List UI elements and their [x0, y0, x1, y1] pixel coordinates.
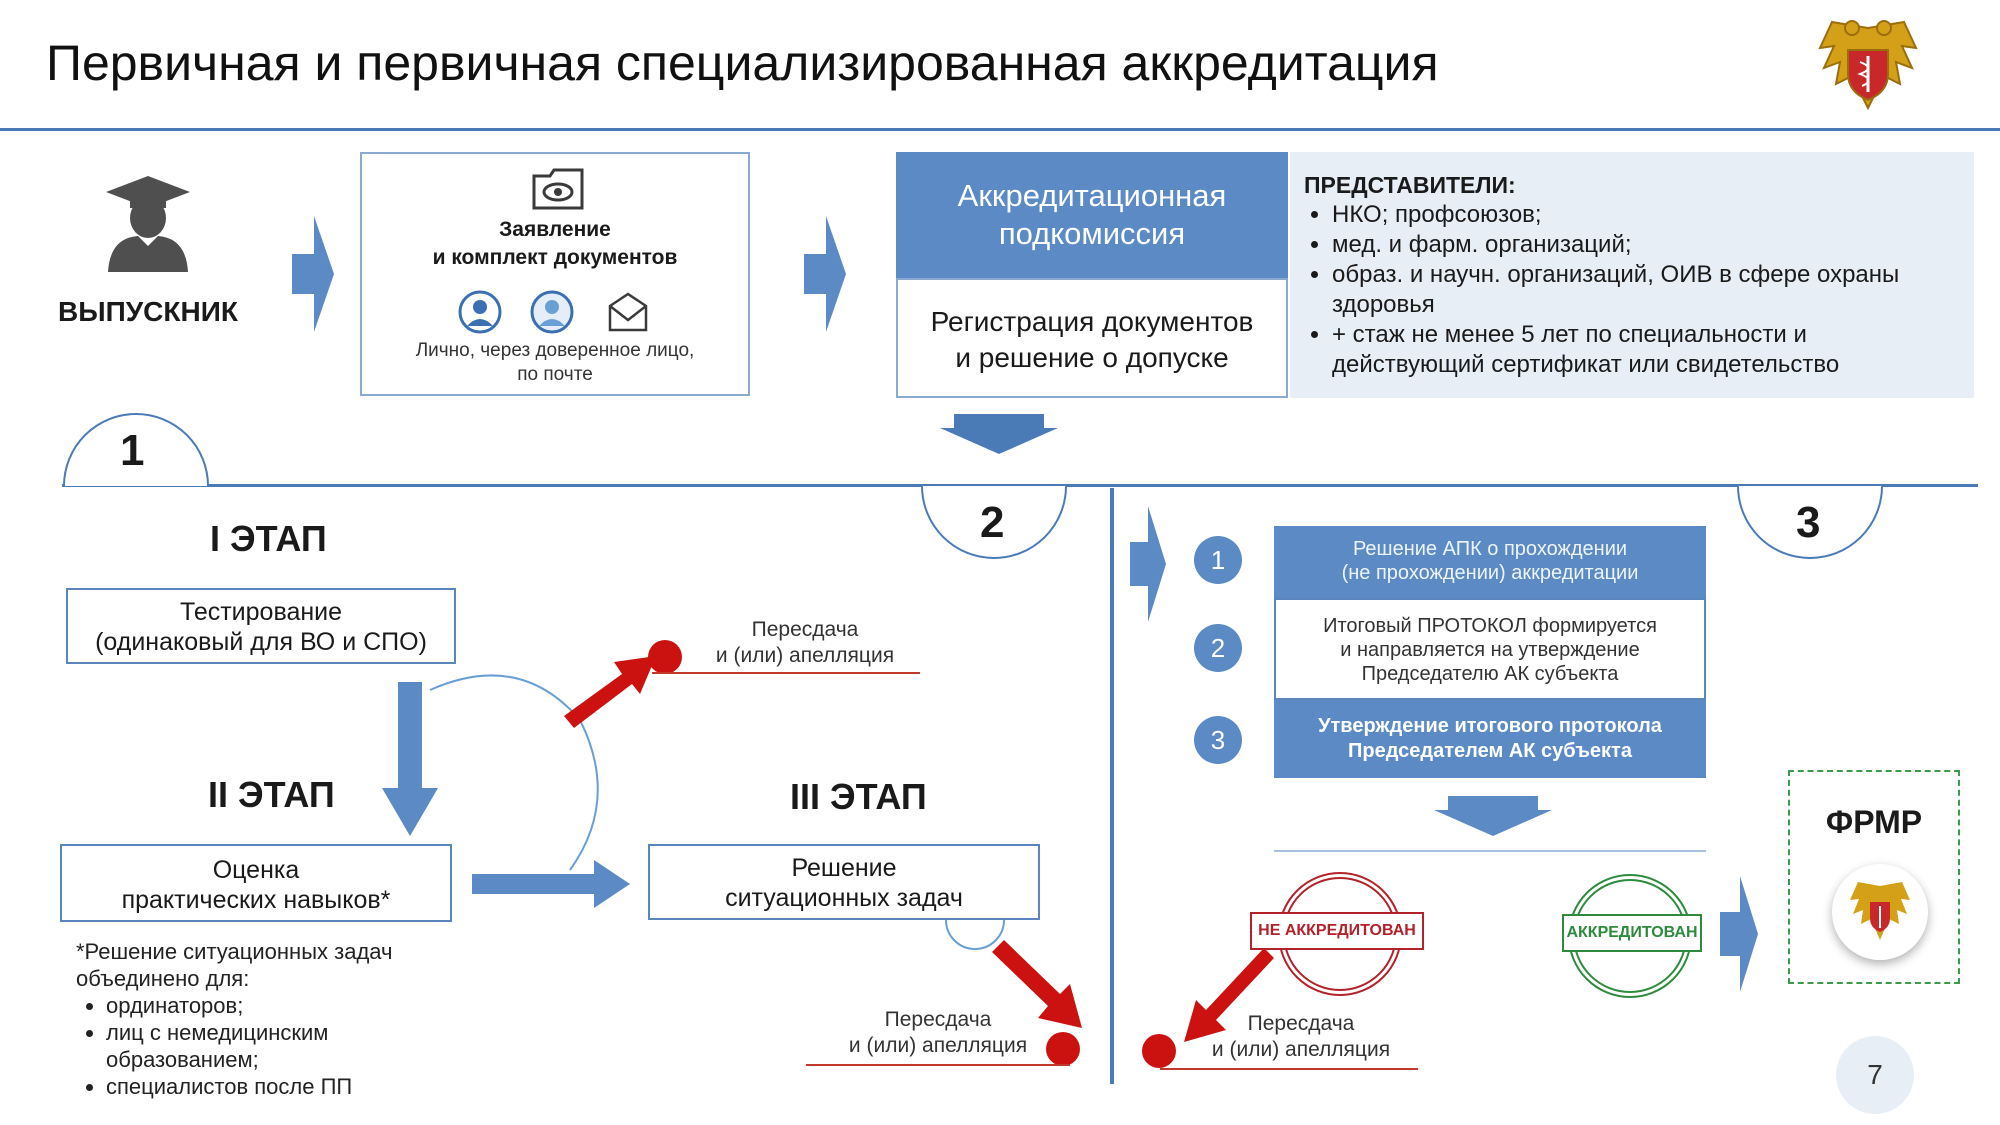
subcommission-body: Регистрация документов и решение о допус… [896, 278, 1288, 398]
footnote-item: специалистов после ПП [106, 1073, 426, 1100]
retake-label: Пересдача [884, 1008, 992, 1031]
stage-2-box-line: Оценка [212, 856, 300, 884]
representatives-item: + стаж не менее 5 лет по специальности и… [1332, 320, 1962, 380]
footnote-line-2: объединено для: [76, 966, 250, 991]
footnote-list: ординаторов; лиц с немедицинским образов… [76, 992, 426, 1100]
footnote-line: *Решение ситуационных задач [76, 939, 393, 964]
proxy-person-icon [530, 290, 574, 334]
section-tab [1737, 486, 1883, 559]
arrow-right-icon [804, 216, 846, 332]
stage-1-title: I ЭТАП [210, 518, 327, 559]
arrow-down-icon [1434, 796, 1552, 836]
red-arrow-icon [992, 940, 1082, 1028]
stage-3-box: Решение ситуационных задач [648, 844, 1040, 920]
section-vertical-divider [1110, 488, 1114, 1084]
step-1-box: Решение АПК о прохождении (не прохождени… [1274, 526, 1706, 598]
step-number: 1 [1194, 536, 1242, 584]
arrow-right-icon [1130, 506, 1166, 622]
subcommission-title: Аккредитационная [957, 178, 1227, 213]
result-divider [1274, 850, 1706, 852]
section-tab [921, 486, 1067, 559]
retake-label: Пересдача [751, 618, 859, 641]
frmr-label: ФРМР [1825, 804, 1923, 840]
not-accredited-label: НЕ АККРЕДИТОВАН [1250, 912, 1424, 950]
stage-3-title: III ЭТАП [790, 776, 927, 817]
retake-underline [652, 672, 920, 674]
application-subtitle: и комплект документов [432, 246, 678, 269]
connector-arc [945, 919, 1005, 950]
representatives-item: образ. и научн. организаций, ОИВ в сфере… [1332, 260, 1962, 320]
subcommission-title-2: подкомиссия [998, 216, 1186, 251]
graduate-label: ВЫПУСКНИК [58, 296, 238, 327]
frmr-box: ФРМР [1788, 770, 1960, 984]
step-2-line: Итоговый ПРОТОКОЛ формируется [1323, 615, 1657, 637]
step-1-line-2: (не прохождении) аккредитации [1341, 562, 1639, 584]
application-box: Заявление и комплект документов Лично, ч… [360, 152, 750, 396]
arrow-down-icon [940, 414, 1058, 454]
header-divider [0, 128, 2000, 131]
mail-icon [608, 292, 648, 332]
step-number: 2 [1194, 624, 1242, 672]
step-number: 3 [1194, 716, 1242, 764]
retake-label-2: и (или) апелляция [715, 644, 895, 667]
representatives-item: мед. и фарм. организаций; [1332, 230, 1962, 260]
step-3-line-2: Председателем АК субъекта [1348, 740, 1632, 762]
retake-label-2: и (или) апелляция [848, 1034, 1028, 1057]
application-note: Лично, через доверенное лицо, [415, 340, 695, 361]
folder-eye-icon [532, 168, 584, 210]
person-icon [458, 290, 502, 334]
representatives-list: НКО; профсоюзов; мед. и фарм. организаци… [1304, 200, 1962, 380]
red-arrow-icon [1184, 948, 1274, 1042]
section-number: 1 [120, 426, 145, 475]
arrow-down-icon [382, 682, 438, 836]
graduate-icon [106, 176, 190, 272]
section-number: 3 [1796, 498, 1821, 547]
footnote-item: ординаторов; [106, 992, 426, 1019]
representatives-item: НКО; профсоюзов; [1332, 200, 1962, 230]
step-2-box: Итоговый ПРОТОКОЛ формируется и направля… [1274, 598, 1706, 700]
retake-marker [648, 640, 682, 674]
arrow-right-icon [292, 216, 334, 332]
stage-1-box-line-2: (одинаковый для ВО и СПО) [95, 628, 427, 656]
footnote: *Решение ситуационных задач объединено д… [76, 938, 426, 1100]
ministry-emblem-icon [1818, 20, 1918, 111]
stage-3-box-line-2: ситуационных задач [725, 884, 963, 912]
page-number: 7 [1836, 1036, 1914, 1114]
accredited-label: АККРЕДИТОВАН [1562, 914, 1702, 952]
stage-1-box-line: Тестирование [179, 598, 343, 626]
arrow-right-icon [472, 860, 630, 908]
frmr-logo [1832, 864, 1928, 960]
application-title: Заявление [499, 218, 611, 241]
stage-2-box: Оценка практических навыков* [60, 844, 452, 922]
step-3-box: Утверждение итогового протокола Председа… [1274, 700, 1706, 778]
stage-2-title: II ЭТАП [208, 774, 335, 815]
section-tab [63, 413, 209, 486]
stage-2-box-line-2: практических навыков* [121, 886, 391, 914]
section-divider [62, 484, 1978, 487]
arrow-right-icon [1720, 876, 1758, 992]
page-title: Первичная и первичная специализированная… [46, 35, 1439, 91]
representatives-panel: ПРЕДСТАВИТЕЛИ: НКО; профсоюзов; мед. и ф… [1290, 152, 1974, 398]
representatives-heading: ПРЕДСТАВИТЕЛИ: [1304, 172, 1516, 198]
step-2-line-3: Председателю АК субъекта [1361, 663, 1619, 685]
application-note-2: по почте [517, 364, 593, 385]
stage-3-box-line: Решение [791, 854, 897, 882]
step-1-line: Решение АПК о прохождении [1352, 538, 1628, 560]
red-arrow-icon [564, 656, 656, 728]
retake-underline [806, 1064, 1070, 1066]
retake-marker [1142, 1034, 1176, 1068]
step-3-line: Утверждение итогового протокола [1318, 715, 1662, 737]
subcommission-body-line: Регистрация документов [930, 306, 1254, 337]
subcommission-header: Аккредитационная подкомиссия [896, 152, 1288, 278]
retake-label-2: и (или) апелляция [1211, 1038, 1391, 1061]
retake-underline [1160, 1068, 1418, 1070]
stage-1-box: Тестирование (одинаковый для ВО и СПО) [66, 588, 456, 664]
step-2-line-2: и направляется на утверждение [1340, 639, 1640, 661]
footnote-item: лиц с немедицинским образованием; [106, 1019, 426, 1073]
retake-label: Пересдача [1247, 1012, 1355, 1035]
subcommission-body-line-2: и решение о допуске [955, 342, 1229, 373]
retake-marker [1046, 1032, 1080, 1066]
section-number: 2 [980, 498, 1005, 547]
ministry-emblem-icon [1850, 882, 1910, 940]
